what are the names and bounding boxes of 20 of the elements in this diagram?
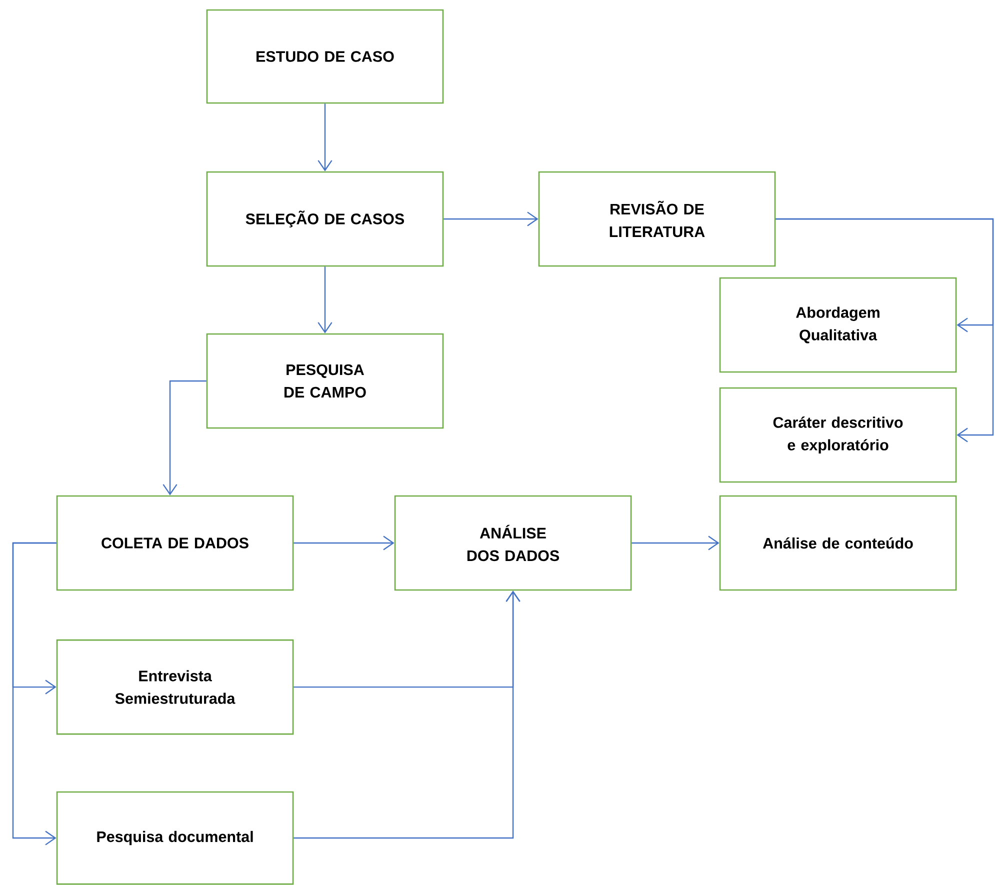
arrow bbox=[444, 212, 538, 226]
arrow bbox=[632, 536, 720, 550]
process-box: COLETA DE DADOS bbox=[56, 495, 294, 591]
arrow bbox=[294, 536, 394, 550]
arrow bbox=[318, 104, 332, 172]
process-box: Análise de conteúdo bbox=[719, 495, 957, 591]
process-box: SELEÇÃO DE CASOS bbox=[206, 171, 444, 267]
process-box: Pesquisa documental bbox=[56, 791, 294, 885]
arrow bbox=[776, 218, 994, 442]
arrow bbox=[162, 380, 206, 496]
process-box: Entrevista Semiestruturada bbox=[56, 639, 294, 735]
arrow bbox=[294, 590, 520, 839]
arrow bbox=[318, 266, 332, 334]
process-box: PESQUISA DE CAMPO bbox=[206, 333, 444, 429]
process-box: ESTUDO DE CASO bbox=[206, 9, 444, 104]
process-box: Caráter descritivo e exploratório bbox=[719, 387, 957, 483]
process-box: Abordagem Qualitativa bbox=[719, 277, 957, 373]
process-box: REVISÃO DE LITERATURA bbox=[538, 171, 776, 267]
process-box: ANÁLISE DOS DADOS bbox=[394, 495, 632, 591]
arrow bbox=[12, 542, 56, 846]
